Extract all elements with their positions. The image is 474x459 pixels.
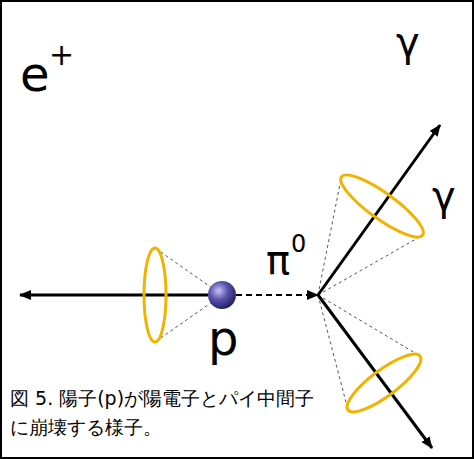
particle-label: γ (396, 22, 420, 62)
gamma-arrow (318, 125, 440, 295)
particle-label: p (208, 314, 238, 362)
particle-label: π (266, 240, 290, 280)
cherenkov-ring (340, 346, 428, 421)
cherenkov-ring (334, 166, 430, 245)
charge-superscript: + (49, 40, 74, 70)
cone-lines (155, 177, 423, 410)
pion-arrow (236, 294, 318, 296)
figure-caption: 図 5. 陽子(p)が陽電子とパイ中間子に崩壊する様子。 (10, 384, 328, 441)
charge-superscript: 0 (291, 232, 306, 256)
particle-label: e (20, 50, 50, 98)
gamma-arrow (318, 295, 432, 448)
particle-label: γ (432, 176, 456, 216)
positron-arrow (20, 294, 208, 297)
cherenkov-ring (144, 248, 166, 342)
proton-sphere (208, 281, 236, 309)
